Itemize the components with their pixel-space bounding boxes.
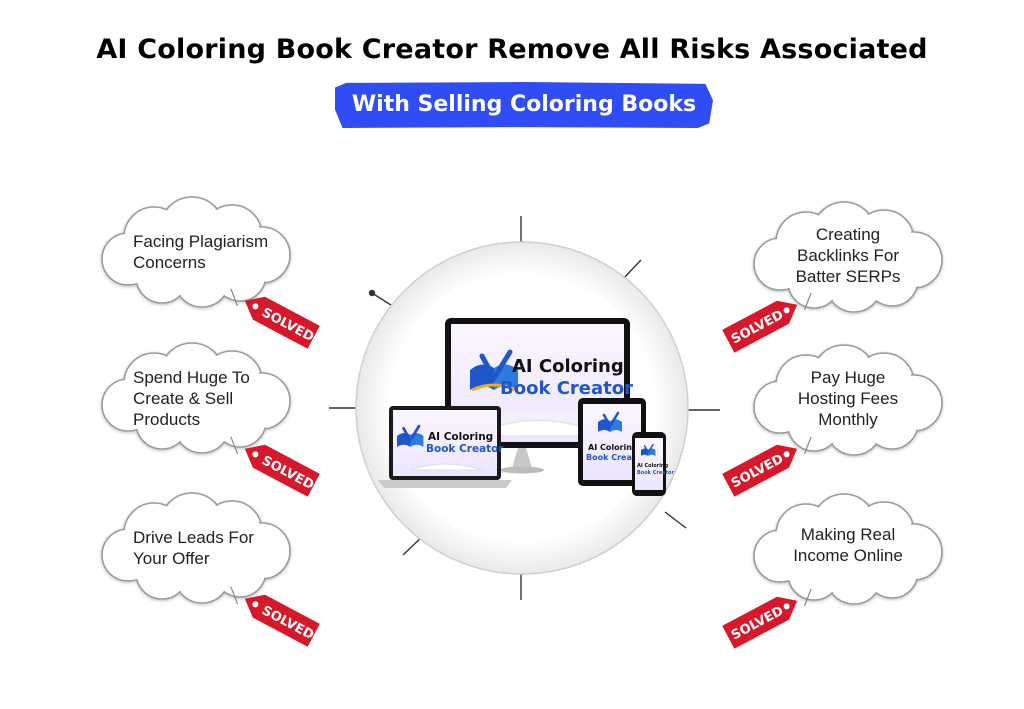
laptop-logo-icon	[397, 424, 424, 447]
laptop-title-line2: Book Creator	[426, 443, 504, 455]
phone-title-line1: AI Coloring	[637, 463, 668, 469]
problem-line: Income Online	[793, 546, 903, 565]
laptop-title-line1: AI Coloring	[428, 431, 493, 443]
problem-line: Create & Sell	[133, 389, 234, 408]
problem-line: Products	[133, 410, 201, 429]
problem-right-3: Making Real Income Online	[768, 524, 928, 566]
tablet-logo-icon	[598, 411, 622, 432]
monitor-title-line1: AI Coloring	[512, 356, 624, 377]
phone-title-line2: Book Creator	[637, 470, 674, 476]
problem-line: Spend Huge To	[133, 368, 250, 387]
problem-right-1: Creating Backlinks For Batter SERPs	[768, 224, 928, 287]
problem-line: Concerns	[133, 253, 206, 272]
problem-left-2: Spend Huge To Create & Sell Products	[133, 367, 250, 430]
monitor-logo-icon	[470, 349, 518, 392]
problem-line: Monthly	[818, 410, 878, 429]
phone-logo-icon	[641, 443, 656, 456]
tablet-title-line1: AI Coloring	[588, 443, 638, 452]
headline: AI Coloring Book Creator Remove All Risk…	[96, 34, 928, 65]
problem-line: Making Real	[800, 525, 896, 544]
hub-spokes	[329, 216, 720, 600]
problem-line: Batter SERPs	[795, 267, 901, 286]
problem-line: Your Offer	[133, 549, 210, 568]
device-mockups: AI Coloring Book Creator AI Coloring Boo…	[378, 318, 674, 496]
problem-line: Creating	[815, 225, 881, 244]
problem-line: Backlinks For	[796, 246, 900, 265]
monitor-title-line2: Book Creator	[500, 378, 633, 399]
headline-highlight: With Selling Coloring Books	[335, 82, 713, 128]
problem-line: Facing Plagiarism	[133, 232, 269, 251]
problem-line: Drive Leads For	[133, 528, 254, 547]
problem-right-2: Pay Huge Hosting Fees Monthly	[768, 367, 928, 430]
problem-left-1: Facing Plagiarism Concerns	[133, 231, 268, 273]
problem-line: Hosting Fees	[797, 389, 899, 408]
problem-line: Pay Huge	[810, 368, 886, 387]
tablet-title-line2: Book Creator	[586, 453, 645, 462]
solved-tag-left-3: SOLVED	[230, 586, 320, 647]
problem-left-3: Drive Leads For Your Offer	[133, 527, 254, 569]
